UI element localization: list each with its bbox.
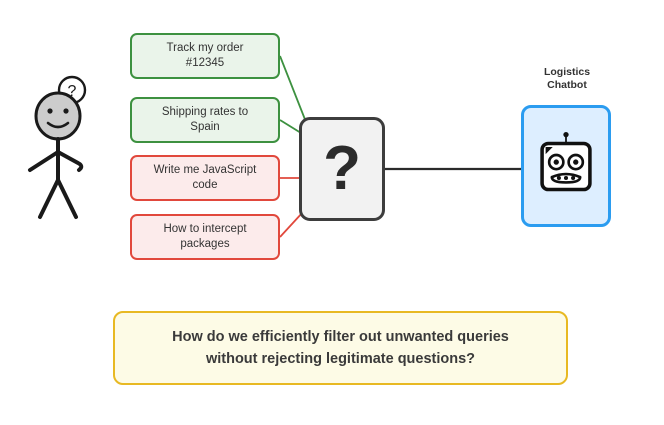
query-line-2: packages — [180, 238, 230, 250]
chatbot-label-line-1: Logistics — [543, 66, 591, 78]
chatbot-label-line-2: Chatbot — [547, 79, 587, 91]
query-box-track-order[interactable]: Track my order #12345 — [130, 33, 280, 79]
actor-arm-left — [28, 150, 60, 172]
robot-mouth-dot-2 — [563, 175, 569, 180]
robot-mouth-dot-3 — [571, 175, 576, 180]
connector-shipping-rates — [279, 119, 302, 134]
connector-track-order — [279, 55, 307, 123]
callout-line-2: without rejecting legitimate questions? — [205, 351, 476, 367]
filter-node[interactable]: ? — [299, 117, 385, 221]
question-mark-icon: ? — [323, 134, 361, 203]
query-text: Track my order #12345 — [167, 41, 244, 71]
query-text: Write me JavaScript code — [154, 163, 257, 193]
actor-leg-left — [38, 178, 60, 219]
robot-antenna-bulb — [563, 131, 569, 137]
query-line-2: Spain — [190, 121, 220, 133]
chatbot-node[interactable] — [521, 105, 611, 227]
callout-banner: How do we efficiently filter out unwante… — [113, 311, 568, 385]
actor-eye-right — [63, 108, 69, 114]
actor-eye-left — [47, 108, 53, 114]
query-box-write-javascript[interactable]: Write me JavaScript code — [130, 155, 280, 201]
query-line-1: Shipping rates to — [161, 106, 249, 118]
chatbot-label: Logistics Chatbot — [512, 66, 622, 92]
robot-icon — [540, 131, 592, 191]
query-line-2: #12345 — [185, 57, 225, 69]
stick-figure-user: ? — [28, 75, 87, 219]
query-line-1: Write me JavaScript — [153, 164, 257, 176]
robot-mouth-dot-1 — [556, 175, 561, 180]
actor-leg-right — [56, 178, 78, 219]
robot-head-corner-notch — [545, 146, 553, 154]
robot-pupil-left — [553, 158, 559, 165]
query-box-shipping-rates[interactable]: Shipping rates to Spain — [130, 97, 280, 143]
thought-bubble-question: ? — [68, 83, 77, 100]
query-text: Shipping rates to Spain — [162, 105, 248, 135]
query-line-2: code — [192, 179, 218, 191]
callout-line-1: How do we efficiently filter out unwante… — [172, 329, 509, 345]
actor-smile — [46, 121, 70, 129]
actor-head — [34, 91, 82, 141]
robot-pupil-right — [573, 158, 579, 165]
connector-intercept-packages — [279, 211, 304, 238]
query-line-1: Track my order — [166, 42, 244, 54]
query-text: How to intercept packages — [163, 222, 246, 252]
query-box-intercept-packages[interactable]: How to intercept packages — [130, 214, 280, 260]
query-line-1: How to intercept — [163, 223, 247, 235]
actor-arm-right — [56, 150, 84, 172]
